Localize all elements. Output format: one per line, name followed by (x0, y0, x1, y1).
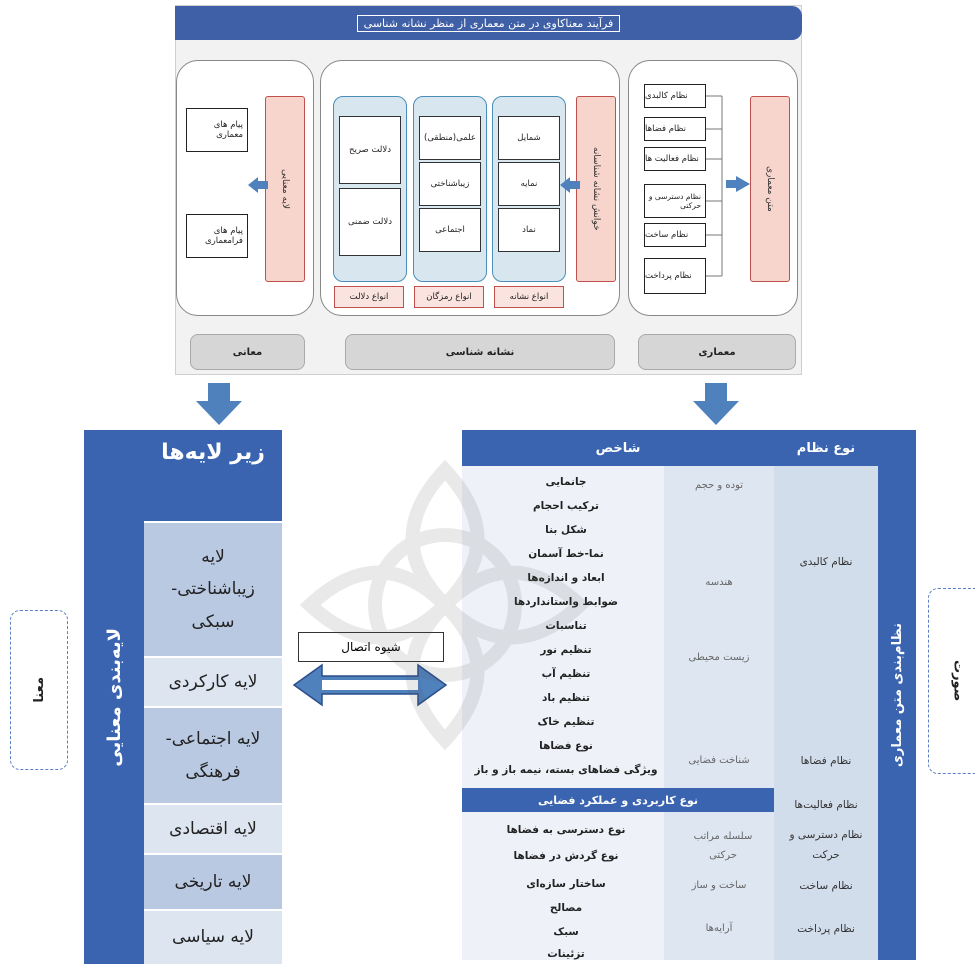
semiotic-reading-box: خوانش نشانه شناسانه (576, 96, 616, 282)
form-side-label: صورت (928, 588, 975, 774)
index-item: ترکیب احجام (532, 500, 599, 512)
function-row-label: نوع کاربردی و عملکرد فضایی (538, 793, 698, 807)
sub-building: ساخت و ساز (691, 880, 747, 891)
double-arrow (292, 663, 448, 707)
index-item: شکل بنا (545, 524, 587, 536)
semantic-layering-band: لایه‌بندی معنایی (84, 430, 144, 964)
function-row: نوع کاربردی و عملکرد فضایی (462, 788, 774, 812)
semiotics-footer: نشانه شناسی (345, 334, 615, 370)
layer-economic: لایه اقتصادی (144, 803, 282, 853)
index-item: نوع دسترسی به فضاها (506, 824, 626, 836)
index-item: ویژگی فضاهای بسته، نیمه باز و باز (474, 764, 658, 776)
system-box-5: نظام ساخت (644, 223, 706, 247)
connection-method-label: شیوه اتصال (298, 632, 444, 662)
architecture-text-label: متن معماری (765, 166, 775, 212)
index-item: ابعاد و اندازه‌ها (527, 572, 605, 584)
sublayers-header: زیر لایه‌ها (144, 430, 282, 521)
architectural-messages-box: پیام های معماری (186, 108, 248, 152)
type-finishing: نظام پرداخت (797, 923, 855, 935)
sign-index-box: نمایه (498, 162, 560, 206)
meaning-layer-box: لایه معنایی (265, 96, 305, 282)
index-header: شاخص (462, 430, 774, 466)
index-item: سبک (553, 926, 579, 938)
meta-architectural-messages-box: پیام های فرامعماری (186, 214, 248, 258)
type-activities: نظام فعالیت‌ها (794, 799, 858, 811)
system-connector-lines (706, 95, 750, 277)
index-item: نما-خط آسمان (528, 548, 604, 560)
system-box-6: نظام پرداخت (644, 258, 706, 294)
semiotics-arrow (560, 177, 580, 193)
index-item: ساختار سازه‌ای (526, 878, 606, 890)
index-item: تناسبات (545, 620, 587, 632)
layer-aesthetic: لایه زیباشناختی- سبکی (144, 521, 282, 656)
index-item: تنظیم خاک (537, 716, 595, 728)
system-type-header: نوع نظام (774, 430, 878, 466)
sub-category-column (664, 466, 774, 960)
architecture-footer: معماری (638, 334, 796, 370)
systemization-title: نظام‌بندی متن معماری (889, 622, 905, 768)
index-item: تنظیم باد (542, 692, 590, 704)
system-box-3: نظام فعالیت ها (644, 147, 706, 171)
sub-spatial: شناخت فضایی (688, 755, 750, 766)
index-item: مصالح (549, 902, 583, 914)
index-item: تنظیم نور (540, 644, 592, 656)
index-item: نوع فضاها (539, 740, 593, 752)
sub-ornaments: آرایه‌ها (705, 923, 733, 934)
sub-mass: توده و حجم (694, 480, 744, 491)
system-box-4: نظام دسترسی و حرکتی (644, 184, 706, 218)
meanings-footer: معانی (190, 334, 305, 370)
connotation-box: دلالت ضمنی (339, 188, 401, 256)
meaning-layer-label: لایه معنایی (280, 169, 290, 209)
architecture-text-box: متن معماری (750, 96, 790, 282)
sub-geometry: هندسه (705, 577, 733, 588)
type-access: نظام دسترسی و حرکت (789, 829, 863, 861)
system-box-1: نظام کالبدی (644, 84, 706, 108)
meaning-side-text: معنا (31, 677, 47, 703)
system-type-column (774, 466, 878, 960)
sub-hierarchy: سلسله مراتب حرکتی (693, 831, 753, 861)
index-item: تنظیم آب (541, 668, 591, 680)
systemization-band: نظام‌بندی متن معماری (878, 430, 916, 960)
system-box-2: نظام فضاها (644, 117, 706, 141)
code-logical-box: علمی(منطقی) (419, 116, 481, 160)
layer-political: لایه سیاسی (144, 909, 282, 964)
type-spaces: نظام فضاها (800, 755, 852, 767)
diagram-title-bar: فرآیند معناکاوی در متن معماری از منظر نش… (175, 6, 802, 40)
layer-socio-cultural: لایه اجتماعی- فرهنگی (144, 706, 282, 803)
sub-environmental: زیست محیطی (688, 652, 750, 663)
semiotic-reading-label: خوانش نشانه شناسانه (591, 147, 601, 231)
index-item: جانمایی (545, 476, 587, 488)
layer-functional: لایه کارکردی (144, 656, 282, 706)
index-item: نوع گردش در فضاها (513, 850, 619, 862)
type-physical: نظام کالبدی (799, 556, 853, 568)
code-aesthetic-box: زیباشناختی (419, 162, 481, 206)
semantic-layering-title: لایه‌بندی معنایی (103, 627, 125, 767)
meaning-side-label: معنا (10, 610, 68, 770)
down-arrow-left (196, 383, 242, 425)
type-construction: نظام ساخت (799, 880, 853, 892)
code-types-label: انواع رمزگان (414, 286, 484, 308)
down-arrow-right (693, 383, 739, 425)
meaning-types-label: انواع دلالت (334, 286, 404, 308)
meanings-arrow (248, 177, 268, 193)
index-item: تزئینات (547, 948, 585, 960)
form-side-text: صورت (950, 660, 966, 702)
index-item: ضوابط واستانداردها (513, 596, 619, 608)
sign-symbol-box: نماد (498, 208, 560, 252)
sign-icon-box: شمایل (498, 116, 560, 160)
diagram-title: فرآیند معناکاوی در متن معماری از منظر نش… (356, 14, 621, 32)
code-social-box: اجتماعی (419, 208, 481, 252)
sign-types-label: انواع نشانه (494, 286, 564, 308)
layer-historical: لایه تاریخی (144, 853, 282, 909)
denotation-box: دلالت صریح (339, 116, 401, 184)
